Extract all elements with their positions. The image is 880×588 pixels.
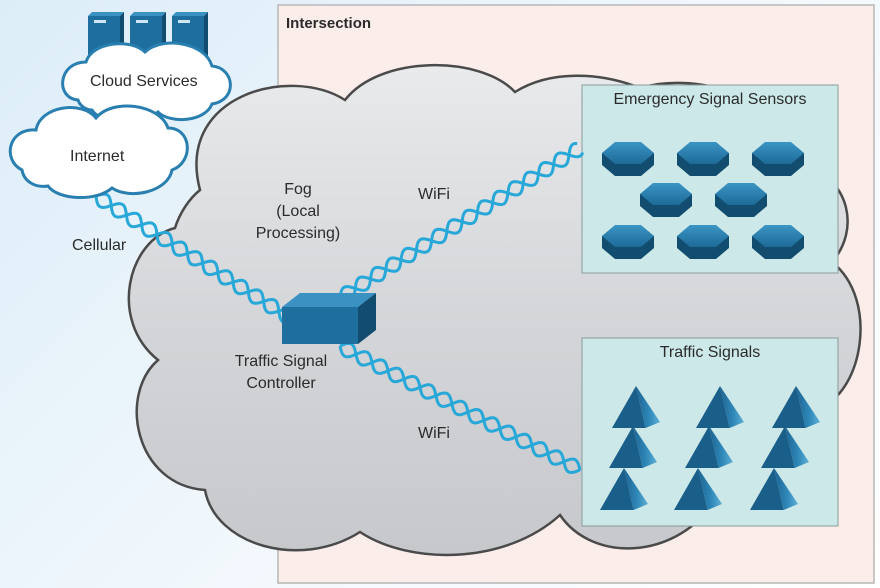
wifi-wave-bottom bbox=[338, 341, 582, 475]
traffic-signal-icon bbox=[696, 386, 744, 428]
traffic-signal-icons bbox=[600, 386, 820, 510]
sensor-icon bbox=[752, 142, 804, 176]
traffic-signal-icon bbox=[609, 426, 657, 468]
cloud-services-label: Cloud Services bbox=[90, 73, 198, 90]
traffic-signal-icon bbox=[600, 468, 648, 510]
cellular-wave bbox=[94, 192, 295, 324]
sensor-icon bbox=[640, 183, 692, 217]
sensor-icon bbox=[602, 225, 654, 259]
cellular-label: Cellular bbox=[72, 237, 127, 254]
internet-cloud bbox=[8, 104, 189, 200]
sensor-icon bbox=[677, 142, 729, 176]
traffic-signal-icon bbox=[674, 468, 722, 510]
internet-label: Internet bbox=[70, 148, 125, 165]
wifi-wave-top bbox=[338, 142, 585, 302]
signals-panel-title: Traffic Signals bbox=[659, 344, 761, 361]
sensor-icon bbox=[677, 225, 729, 259]
traffic-signal-icon bbox=[761, 426, 809, 468]
sensor-icons bbox=[602, 142, 804, 259]
sensor-icon bbox=[752, 225, 804, 259]
sensor-icon bbox=[715, 183, 767, 217]
intersection-title: Intersection bbox=[286, 15, 372, 32]
traffic-signal-icon bbox=[685, 426, 733, 468]
fog-label-line2: (Local bbox=[276, 203, 320, 220]
traffic-signal-icon bbox=[612, 386, 660, 428]
controller-label-line1: Traffic Signal bbox=[234, 353, 328, 370]
traffic-signal-icon bbox=[772, 386, 820, 428]
wifi-label-top: WiFi bbox=[418, 186, 450, 203]
sensors-panel-title: Emergency Signal Sensors bbox=[613, 91, 807, 108]
controller-label-line2: Controller bbox=[246, 375, 316, 392]
wifi-label-bottom: WiFi bbox=[418, 425, 450, 442]
controller-icon bbox=[282, 293, 376, 344]
fog-label-line1: Fog bbox=[284, 181, 312, 198]
fog-label-line3: Processing) bbox=[255, 225, 341, 242]
traffic-signal-icon bbox=[750, 468, 798, 510]
sensor-icon bbox=[602, 142, 654, 176]
